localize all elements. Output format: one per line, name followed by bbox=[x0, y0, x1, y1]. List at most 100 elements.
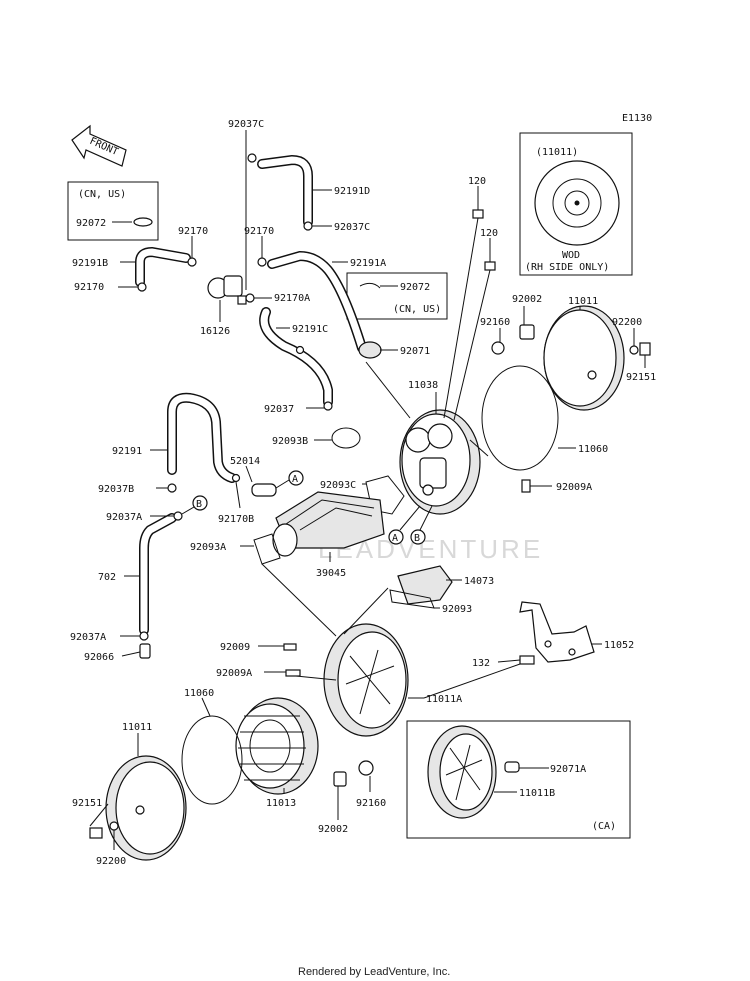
backplate-11011A bbox=[323, 623, 409, 737]
label-92200-top: 92200 bbox=[612, 317, 642, 328]
label-92072-top: 92072 bbox=[76, 218, 106, 229]
collar-92160-top bbox=[491, 341, 505, 355]
diagram-code: E1130 bbox=[622, 113, 652, 124]
label-92009A-mid: 92009A bbox=[216, 668, 252, 679]
front-arrow-icon: FRONT bbox=[71, 124, 127, 167]
gasket-11060-bot bbox=[181, 715, 243, 805]
bolt-92151-bot bbox=[89, 827, 103, 839]
part-labels: 92037C 92191D 92037C 92170 92170 92191B … bbox=[70, 119, 656, 867]
label-92037B: 92037B bbox=[98, 484, 134, 495]
label-92066: 92066 bbox=[84, 652, 114, 663]
bolt-92002-bot bbox=[333, 771, 347, 787]
label-39045: 39045 bbox=[316, 568, 346, 579]
label-92170-left: 92170 bbox=[74, 282, 104, 293]
label-92071: 92071 bbox=[400, 346, 430, 357]
label-14073: 14073 bbox=[464, 576, 494, 587]
label-92009A-right: 92009A bbox=[556, 482, 592, 493]
inset-wod-title: (11011) bbox=[536, 147, 578, 158]
label-92160-bot: 92160 bbox=[356, 798, 386, 809]
filter-11013 bbox=[235, 697, 319, 795]
inset-cn-us-mid-caption: (CN, US) bbox=[393, 304, 441, 315]
svg-text:A: A bbox=[392, 533, 398, 544]
washer-92200-top bbox=[629, 345, 639, 355]
label-120-a: 120 bbox=[468, 176, 486, 187]
label-92009: 92009 bbox=[220, 642, 250, 653]
label-92093: 92093 bbox=[442, 604, 472, 615]
label-92191D: 92191D bbox=[334, 186, 370, 197]
washer-92200-bot bbox=[109, 821, 119, 831]
label-92072-mid: 92072 bbox=[400, 282, 430, 293]
label-92037A-top: 92037A bbox=[106, 512, 142, 523]
duct-39045 bbox=[272, 491, 385, 557]
svg-text:B: B bbox=[196, 499, 202, 510]
collar-92160-bot bbox=[358, 760, 374, 776]
bracket-11052 bbox=[519, 601, 595, 663]
inset-cn-us-top: (CN, US) 92072 bbox=[67, 181, 159, 241]
label-52014: 52014 bbox=[230, 456, 260, 467]
label-11038: 11038 bbox=[408, 380, 438, 391]
label-92002-top: 92002 bbox=[512, 294, 542, 305]
label-92151-top: 92151 bbox=[626, 372, 656, 383]
footer-credit: Rendered by LeadVenture, Inc. bbox=[298, 966, 450, 978]
callout-a-housing: A bbox=[388, 505, 421, 545]
label-92191B: 92191B bbox=[72, 258, 108, 269]
label-92037A-bot: 92037A bbox=[70, 632, 106, 643]
inset-cn-us-mid: 92072 (CN, US) bbox=[346, 272, 448, 320]
gasket-92093A bbox=[253, 533, 281, 565]
bolt-92151-top bbox=[639, 342, 651, 356]
label-11060-top: 11060 bbox=[578, 444, 608, 455]
bolt-92002-top bbox=[519, 324, 535, 340]
inset-ca: 92071A 11011B (CA) bbox=[406, 720, 631, 839]
label-11011-top: 11011 bbox=[568, 296, 598, 307]
label-92160-top: 92160 bbox=[480, 317, 510, 328]
label-92093B: 92093B bbox=[272, 436, 308, 447]
svg-text:B: B bbox=[414, 533, 420, 544]
label-92093C: 92093C bbox=[320, 480, 356, 491]
inset-cn-us-top-title: (CN, US) bbox=[78, 189, 126, 200]
gasket-11060-top bbox=[481, 365, 559, 471]
leader-lines bbox=[89, 130, 646, 850]
label-132: 132 bbox=[472, 658, 490, 669]
clamps bbox=[137, 153, 333, 659]
label-11011-bot: 11011 bbox=[122, 722, 152, 733]
label-92071A: 92071A bbox=[550, 764, 586, 775]
label-11060-bot: 11060 bbox=[184, 688, 214, 699]
label-92200-bot: 92200 bbox=[96, 856, 126, 867]
hoses bbox=[135, 154, 367, 635]
oring-92093B bbox=[331, 427, 361, 449]
joint-52014 bbox=[251, 483, 277, 497]
label-702: 702 bbox=[98, 572, 116, 583]
inset-ca-caption: (CA) bbox=[592, 821, 616, 832]
cover-11011-bottom bbox=[105, 755, 187, 861]
label-11052: 11052 bbox=[604, 640, 634, 651]
cover-11011-top bbox=[543, 305, 625, 411]
callout-a-right: A bbox=[275, 470, 304, 489]
inset-wod-caption-1: WOD bbox=[562, 250, 580, 261]
seal-92071 bbox=[358, 341, 382, 359]
label-11013: 11013 bbox=[266, 798, 296, 809]
label-92191C: 92191C bbox=[292, 324, 328, 335]
label-92002-bot: 92002 bbox=[318, 824, 348, 835]
inset-wod-caption-2: (RH SIDE ONLY) bbox=[525, 262, 609, 273]
label-92191: 92191 bbox=[112, 446, 142, 457]
label-92170B: 92170B bbox=[218, 514, 254, 525]
label-120-b: 120 bbox=[480, 228, 498, 239]
plug-92066 bbox=[139, 643, 151, 659]
label-11011A: 11011A bbox=[426, 694, 462, 705]
label-92170A-top: 92170A bbox=[274, 293, 310, 304]
label-92170-a: 92170 bbox=[178, 226, 208, 237]
screw-92009A-mid bbox=[285, 669, 301, 677]
screw-92009 bbox=[283, 643, 297, 651]
label-11011B: 11011B bbox=[519, 788, 555, 799]
housing-11038 bbox=[399, 409, 489, 515]
label-16126: 16126 bbox=[200, 326, 230, 337]
cover-14073 bbox=[397, 565, 453, 605]
valve-16126 bbox=[207, 275, 247, 305]
callout-b-top: B bbox=[181, 495, 208, 515]
svg-text:A: A bbox=[292, 474, 298, 485]
label-92037: 92037 bbox=[264, 404, 294, 415]
inset-wod: (11011) WOD (RH SIDE ONLY) bbox=[519, 132, 633, 276]
label-92037C-top: 92037C bbox=[228, 119, 264, 130]
label-92093A: 92093A bbox=[190, 542, 226, 553]
